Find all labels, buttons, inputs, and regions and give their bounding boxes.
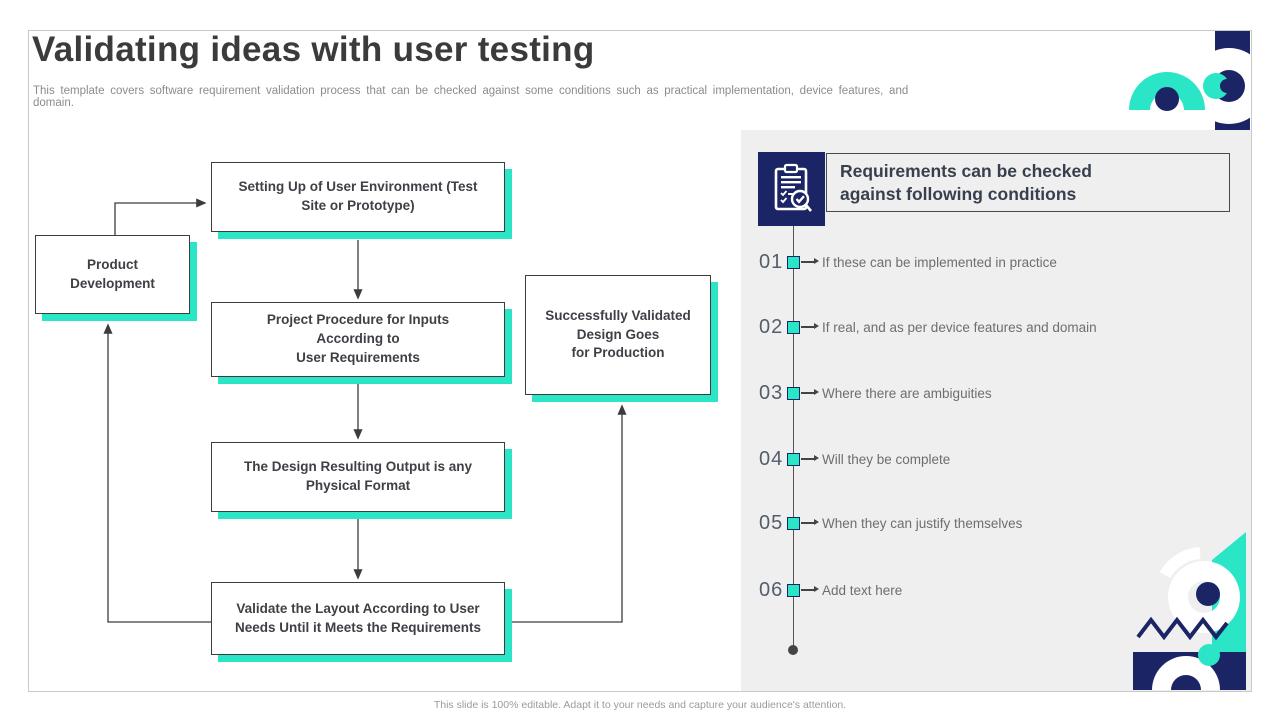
- flow-box-project-procedure[interactable]: Project Procedure for Inputs According t…: [211, 302, 505, 377]
- teal-square-marker: [787, 516, 800, 530]
- condition-item-2[interactable]: 02 If real, and as per device features a…: [759, 315, 1097, 338]
- item-number: 05: [759, 511, 784, 534]
- item-number: 02: [759, 315, 784, 338]
- right-arrow-icon: [801, 259, 819, 264]
- item-text: If these can be implemented in practice: [822, 254, 1057, 270]
- panel-header-text: Requirements can be checked against foll…: [840, 160, 1092, 204]
- timeline-end-dot: [788, 645, 798, 655]
- item-text: Where there are ambiguities: [822, 385, 992, 401]
- teal-square-marker: [787, 386, 800, 400]
- condition-item-6[interactable]: 06 Add text here: [759, 578, 903, 601]
- condition-item-4[interactable]: 04 Will they be complete: [759, 447, 951, 470]
- slide-subtitle: This template covers software requiremen…: [33, 85, 909, 109]
- flow-box-validate-layout[interactable]: Validate the Layout According to User Ne…: [211, 582, 505, 655]
- timeline-line: [793, 226, 794, 650]
- right-arrow-icon: [801, 456, 819, 461]
- flow-box-setting-up[interactable]: Setting Up of User Environment (Test Sit…: [211, 162, 505, 232]
- condition-item-3[interactable]: 03 Where there are ambiguities: [759, 381, 992, 404]
- item-text: Add text here: [822, 582, 903, 598]
- condition-item-5[interactable]: 05 When they can justify themselves: [759, 511, 1023, 534]
- teal-square-marker: [787, 583, 800, 597]
- teal-square-marker: [787, 320, 800, 334]
- condition-item-1[interactable]: 01 If these can be implemented in practi…: [759, 250, 1057, 273]
- right-arrow-icon: [801, 324, 819, 329]
- top-right-decoration: [1129, 30, 1267, 130]
- teal-square-marker: [787, 255, 800, 269]
- item-text: When they can justify themselves: [822, 515, 1023, 531]
- item-number: 01: [759, 250, 784, 273]
- panel-header-box: Requirements can be checked against foll…: [826, 153, 1230, 212]
- flow-box-product-development[interactable]: Product Development: [35, 235, 190, 314]
- item-number: 04: [759, 447, 784, 470]
- flow-box-design-output[interactable]: The Design Resulting Output is any Physi…: [211, 442, 505, 512]
- clipboard-check-icon: [758, 152, 825, 226]
- page-title: Validating ideas with user testing: [32, 30, 595, 69]
- item-number: 03: [759, 381, 784, 404]
- right-arrow-icon: [801, 520, 819, 525]
- slide-footer-note: This slide is 100% editable. Adapt it to…: [433, 699, 847, 711]
- right-arrow-icon: [801, 587, 819, 592]
- flow-box-successfully-validated[interactable]: Successfully Validated Design Goes for P…: [525, 275, 711, 395]
- right-arrow-icon: [801, 390, 819, 395]
- teal-square-marker: [787, 452, 800, 466]
- conditions-panel: Requirements can be checked against foll…: [741, 130, 1252, 692]
- item-text: If real, and as per device features and …: [822, 319, 1097, 335]
- item-text: Will they be complete: [822, 451, 951, 467]
- item-number: 06: [759, 578, 784, 601]
